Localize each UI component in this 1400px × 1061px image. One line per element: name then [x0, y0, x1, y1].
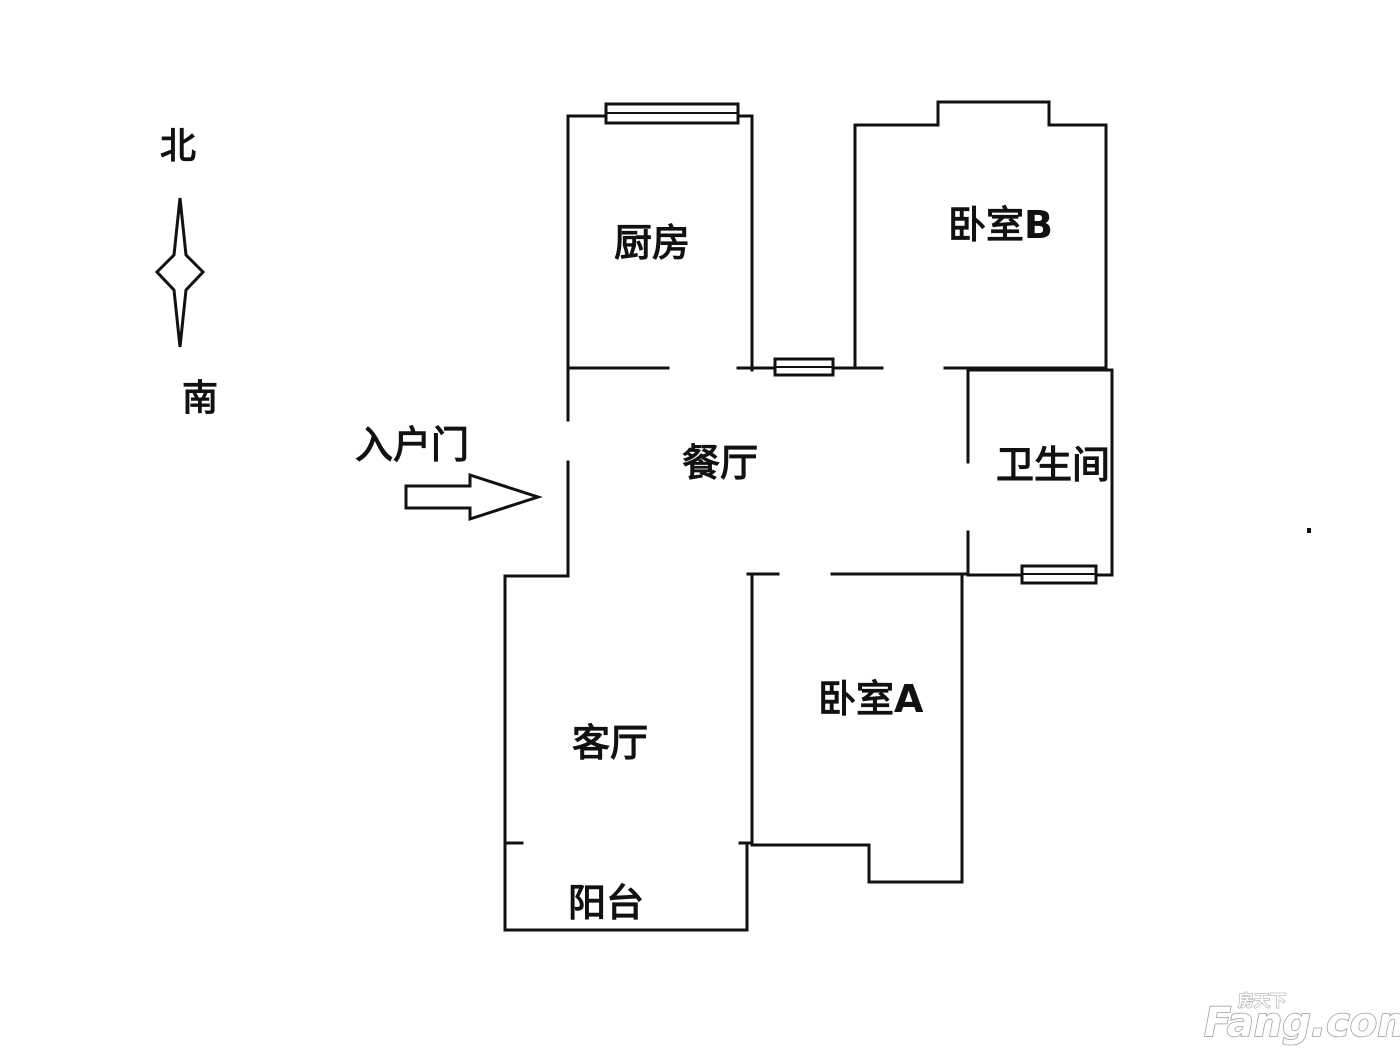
watermark-chinese: 房天下	[1238, 991, 1286, 1010]
compass: 北 南	[154, 126, 218, 419]
compass-south-label: 南	[182, 378, 218, 419]
balcony-walls	[503, 841, 749, 932]
bathroom-window	[1020, 564, 1098, 585]
room-label-dining: 餐厅	[682, 441, 758, 485]
watermark-brand: Fang.com	[1204, 1000, 1400, 1046]
room-labels: 厨房 卧室B 餐厅 卫生间 客厅 卧室A 阳台	[568, 203, 1110, 925]
bedroom-a-walls	[750, 572, 964, 884]
corridor-window	[773, 357, 835, 377]
walls	[503, 100, 1114, 932]
compass-needle-icon	[154, 197, 206, 348]
kitchen-window	[604, 102, 740, 125]
stray-dot	[1307, 528, 1311, 533]
room-label-kitchen: 厨房	[614, 221, 690, 265]
watermark: 房天下 Fang.com	[1203, 991, 1400, 1047]
room-label-bathroom: 卫生间	[996, 443, 1110, 487]
windows	[604, 102, 1098, 585]
room-label-bedroom-a: 卧室A	[818, 677, 924, 721]
bedroom-b-walls	[853, 100, 1108, 372]
entrance-arrow-icon	[404, 472, 543, 522]
room-label-bedroom-b: 卧室B	[948, 203, 1053, 247]
room-label-living: 客厅	[572, 721, 648, 765]
compass-north-label: 北	[160, 126, 196, 167]
entrance-marker: 入户门	[355, 423, 543, 522]
entrance-label: 入户门	[355, 423, 469, 467]
room-label-balcony: 阳台	[568, 881, 644, 925]
